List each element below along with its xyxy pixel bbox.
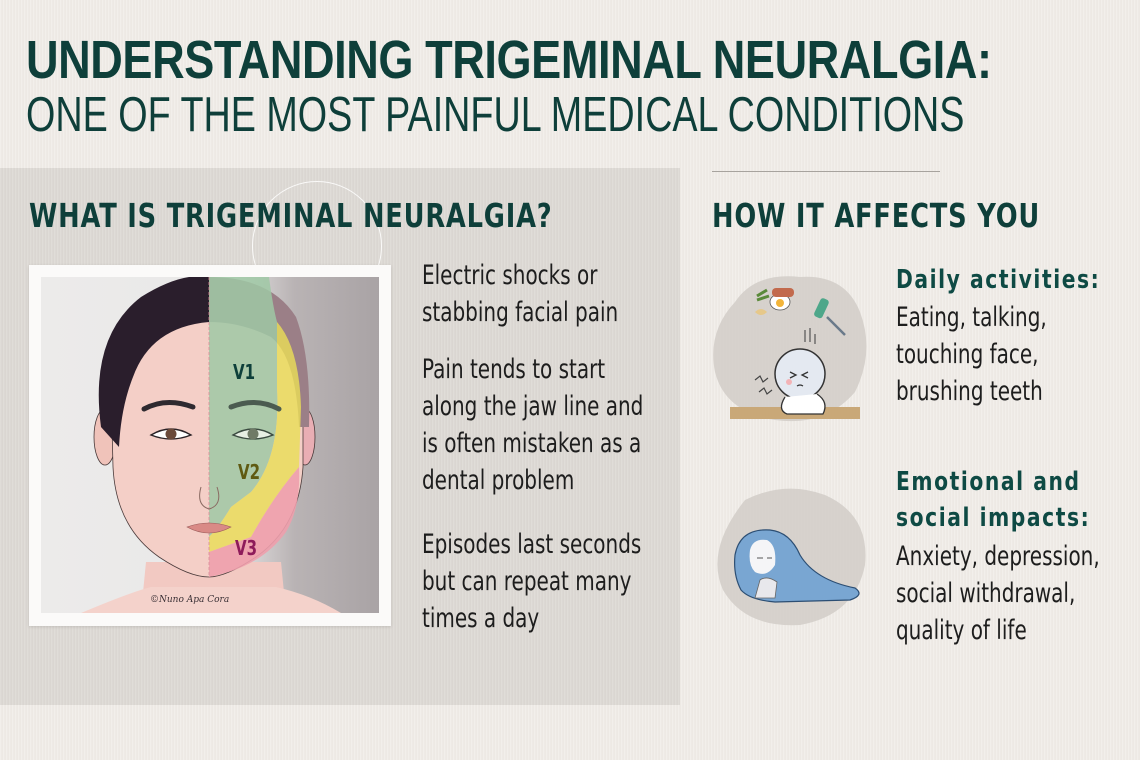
- zone-label-v2: V2: [238, 460, 261, 484]
- face-diagram-image: V1 V2 V3 ©Nuno Apa Cora: [41, 277, 379, 613]
- zone-label-v1: V1: [233, 360, 256, 384]
- point-electric-shocks: Electric shocks or stabbing facial pain: [422, 260, 619, 328]
- what-is-heading: WHAT IS TRIGEMINAL NEURALGIA?: [29, 196, 553, 235]
- daily-activities-body: Eating, talking, touching face, brushing…: [896, 302, 1047, 407]
- section-divider: [712, 171, 940, 172]
- face-illustration-icon: [81, 277, 341, 613]
- how-it-affects-heading: HOW IT AFFECTS YOU: [712, 196, 1041, 235]
- point-episode-duration: Episodes last seconds but can repeat man…: [422, 529, 642, 634]
- daily-activities-title: Daily activities:: [896, 265, 1101, 295]
- emotional-impacts-title: Emotional and social impacts:: [896, 467, 1091, 533]
- emotional-impacts-body: Anxiety, depression, social withdrawal, …: [896, 541, 1100, 646]
- page-subtitle: ONE OF THE MOST PAINFUL MEDICAL CONDITIO…: [26, 88, 965, 142]
- artist-signature: ©Nuno Apa Cora: [150, 595, 230, 605]
- point-jaw-line-pain: Pain tends to start along the jaw line a…: [422, 354, 644, 496]
- pained-person-with-food-and-toothbrush-icon: [713, 276, 867, 422]
- zone-label-v3: V3: [235, 536, 258, 560]
- page-title: UNDERSTANDING TRIGEMINAL NEURALGIA:: [26, 30, 992, 90]
- person-hiding-under-blanket-icon: [717, 488, 866, 626]
